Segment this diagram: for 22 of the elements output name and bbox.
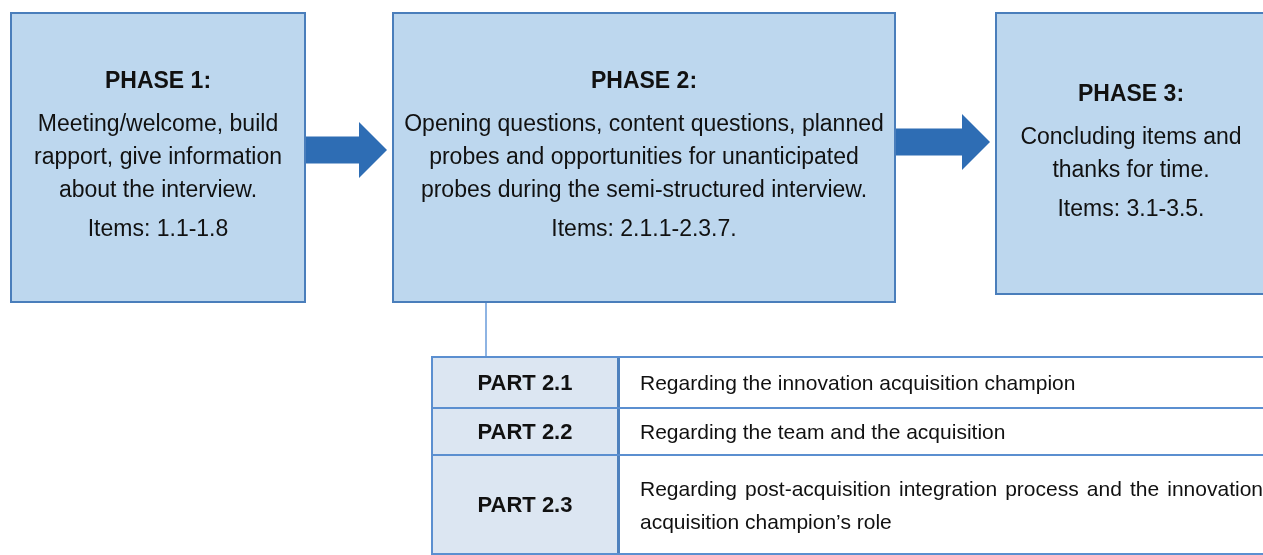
part-label: PART 2.3 xyxy=(433,456,620,553)
items-text: Items: 2.1.1-2.3.7. xyxy=(551,214,737,243)
part-description: Regarding the team and the acquisition xyxy=(639,419,1007,446)
part-description: Regarding the innovation acquisition champion xyxy=(639,370,1077,397)
phase-description: Meeting/welcome, build rapport, give information about the interview. xyxy=(33,109,283,204)
table-row xyxy=(433,409,1263,456)
part-description: Regarding post-acquisition integration process and the innovation acquisition champion’s role xyxy=(639,475,1263,535)
phase-description: Concluding items and thanks for time. xyxy=(1019,121,1243,184)
part-label: PART 2.2 xyxy=(433,409,620,454)
phase-heading: PHASE 1: xyxy=(104,66,212,95)
phase-box xyxy=(392,12,896,303)
items-text: Items: 1.1-1.8 xyxy=(87,214,229,243)
parts-table xyxy=(431,356,1263,555)
table-row xyxy=(433,358,1263,410)
phase-heading: PHASE 3: xyxy=(1077,78,1185,108)
phase-box xyxy=(995,12,1263,295)
phase-description: Opening questions, content questions, planned probes and opportunities for unanticipated probes during the semi-structured interview. xyxy=(404,109,884,204)
phase-box xyxy=(10,12,306,303)
part-label: PART 2.1 xyxy=(433,358,620,408)
items-text: Items: 3.1-3.5. xyxy=(1057,193,1205,223)
table-row xyxy=(433,456,1263,553)
phase-heading: PHASE 2: xyxy=(590,66,698,95)
